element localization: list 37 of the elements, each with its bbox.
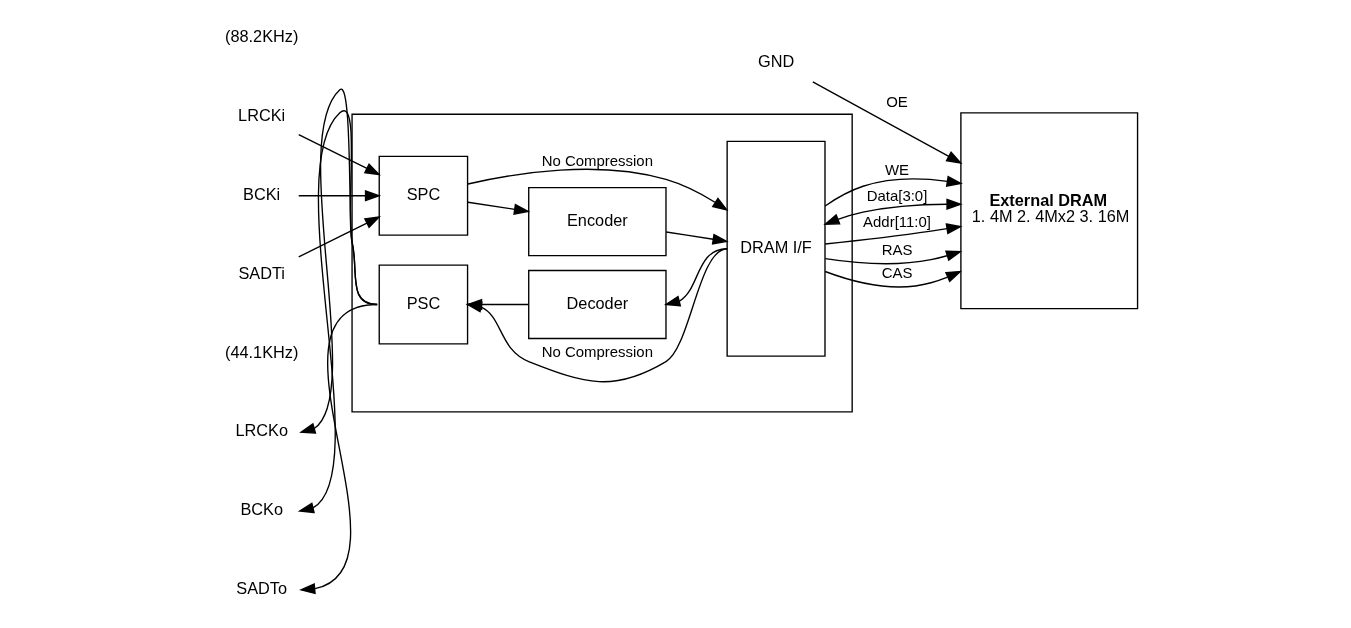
arrow — [298, 190, 382, 202]
node-box: PSC — [378, 264, 469, 345]
node-text: SADTo — [236, 579, 288, 598]
node-box: SPC — [378, 155, 469, 236]
node-text: BCKo — [240, 500, 283, 519]
arrow — [812, 81, 963, 164]
edge-label: RAS — [881, 241, 913, 259]
arrow — [467, 201, 531, 215]
edge-label: Addr[11:0] — [863, 212, 931, 230]
edge-label: No Compression — [541, 151, 653, 169]
arrow — [299, 303, 378, 595]
node-text: BCKi — [243, 184, 281, 203]
arrow — [824, 175, 963, 207]
edge-label: Data[3:0] — [866, 186, 928, 204]
arrow — [824, 223, 963, 245]
node-box: Decoder — [528, 269, 667, 340]
node-text: SADTi — [238, 263, 285, 282]
edge-label: No Compression — [541, 343, 653, 361]
node-text: LRCKi — [238, 106, 286, 125]
node-text: GND — [757, 51, 795, 70]
node-box: Encoder — [528, 186, 667, 257]
arrow — [665, 231, 729, 245]
arrow — [298, 133, 381, 176]
edge-label: WE — [884, 161, 910, 179]
label: (88.2KHz) — [224, 27, 299, 46]
node-box: DRAM I/F — [726, 140, 826, 357]
arrow — [823, 198, 963, 226]
node-text: LRCKo — [235, 421, 288, 440]
edge-label: OE — [886, 93, 908, 111]
label: (44.1KHz) — [224, 342, 299, 361]
arrow — [824, 270, 963, 288]
edge-label: CAS — [881, 264, 913, 282]
arrow — [824, 250, 963, 265]
arrow — [298, 216, 381, 258]
node-box: External DRAM 1. 4M 2. 4Mx2 3. 16M — [960, 112, 1139, 310]
cluster — [351, 113, 853, 413]
arrow — [467, 168, 729, 212]
